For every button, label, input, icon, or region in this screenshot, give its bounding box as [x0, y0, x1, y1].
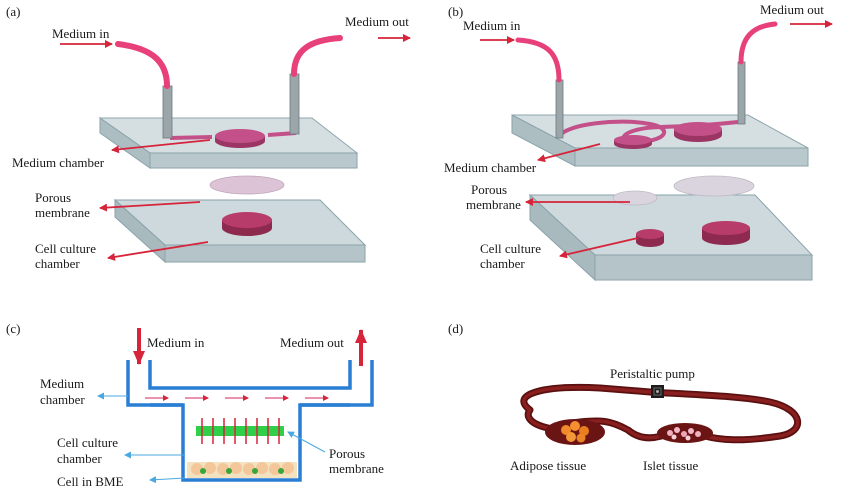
panel-d: (d)	[448, 321, 801, 473]
panel-c-cell-chamber-label-2: chamber	[57, 451, 102, 466]
panel-a-medium-out-label: Medium out	[345, 14, 409, 29]
panel-b-inlet-tube	[515, 37, 562, 83]
panel-c-porous-label-2: membrane	[329, 461, 384, 476]
panel-c-cell-chamber-label-1: Cell culture	[57, 435, 118, 450]
panel-a-tag: (a)	[6, 4, 20, 19]
panel-b-cell-chamber-large	[702, 221, 750, 245]
panel-a-porous-arrow	[99, 201, 201, 212]
panel-b-medium-in-label: Medium in	[463, 18, 521, 33]
panel-c-porous-pointer	[287, 431, 326, 453]
panel-c-medium-in-label: Medium in	[147, 335, 205, 350]
panel-a-outlet-post	[289, 73, 300, 135]
panel-b-medium-chamber-label: Medium chamber	[444, 160, 537, 175]
panel-c-channel	[126, 360, 374, 482]
panel-a-medium-chamber-arrow	[111, 139, 211, 154]
panel-b-cell-chamber-small	[636, 229, 664, 247]
panel-c-porous-membrane	[196, 418, 284, 444]
panel-a-cell-label-1: Cell culture	[35, 241, 96, 256]
panel-a-inlet-post	[162, 85, 173, 139]
panel-c: (c)	[6, 321, 384, 489]
panel-b-medium-chamber-arrow	[537, 143, 601, 163]
panel-c-medium-chamber-label-2: chamber	[40, 392, 85, 407]
panel-a-porous-label-2: membrane	[35, 205, 90, 220]
panel-b-bottom-plate	[528, 193, 814, 282]
panel-d-tag: (d)	[448, 321, 463, 336]
panel-b-medium-channel	[558, 119, 739, 149]
panel-b-cell-label-1: Cell culture	[480, 241, 541, 256]
panel-b-porous-membrane-large	[673, 175, 755, 197]
panel-b-medium-out-label: Medium out	[760, 2, 824, 17]
panel-a-cell-chamber	[222, 212, 272, 236]
panel-a-porous-label-1: Porous	[35, 190, 71, 205]
panel-a-medium-chamber-label: Medium chamber	[12, 155, 105, 170]
panel-a-cell-label-2: chamber	[35, 256, 80, 271]
panel-b-porous-label-2: membrane	[466, 197, 521, 212]
panel-d-peristaltic-pump	[651, 385, 664, 398]
panel-c-medium-chamber-label-1: Medium	[40, 376, 84, 391]
panel-a-inlet-tube	[115, 41, 170, 89]
panel-d-islet-label: Islet tissue	[643, 458, 698, 473]
panel-d-islet-tissue	[657, 423, 713, 443]
panel-b-cell-chamber-arrow	[559, 237, 639, 259]
panel-a-cell-chamber-arrow	[107, 241, 209, 261]
panel-b-outlet-post	[737, 61, 746, 125]
panel-c-tag: (c)	[6, 321, 20, 336]
panel-d-pump-label: Peristaltic pump	[610, 366, 695, 381]
panel-c-porous-label-1: Porous	[329, 446, 365, 461]
panel-b: (b)	[444, 2, 833, 282]
panel-a-medium-in-label: Medium in	[52, 26, 110, 41]
panel-a-outlet-tube	[291, 35, 343, 77]
panel-b-cell-label-2: chamber	[480, 256, 525, 271]
panel-b-outlet-tube	[738, 21, 778, 65]
panel-a-porous-membrane	[209, 175, 285, 195]
panel-b-porous-label-1: Porous	[471, 182, 507, 197]
panel-c-cell-bme-pointer	[149, 476, 186, 484]
panel-a: (a)	[6, 4, 411, 271]
panel-c-cells-bme	[187, 462, 297, 478]
panel-b-tag: (b)	[448, 4, 463, 19]
panel-c-cell-bme-label: Cell in BME	[57, 474, 124, 489]
panel-b-inlet-post	[555, 79, 564, 139]
panel-d-adipose-tissue	[545, 419, 605, 445]
panel-c-medium-out-label: Medium out	[280, 335, 344, 350]
panel-d-adipose-label: Adipose tissue	[510, 458, 586, 473]
